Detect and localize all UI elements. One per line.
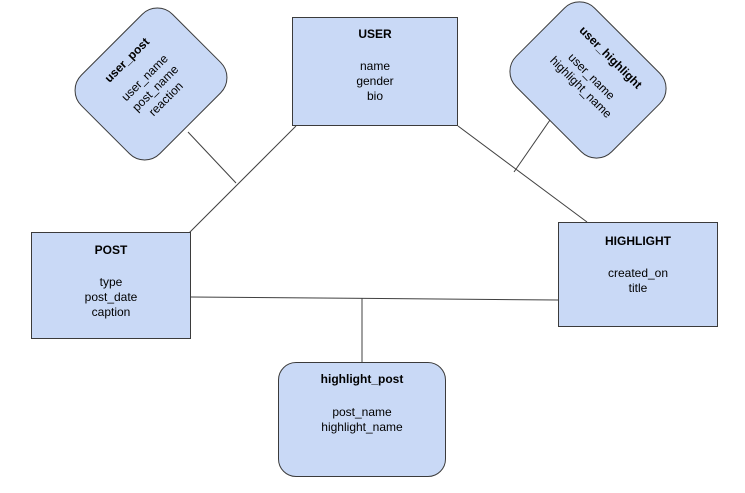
post-highlight-link: [190, 296, 559, 301]
entity-title: HIGHLIGHT: [605, 234, 671, 248]
user-post-link: [187, 125, 297, 235]
relationship-attribute: post_name: [332, 405, 392, 419]
relationship-title: highlight_post: [320, 372, 404, 386]
post-entity: POST type post_date caption: [31, 232, 191, 339]
entity-attribute: type: [99, 275, 123, 289]
entity-attribute: title: [628, 281, 648, 295]
entity-attribute: caption: [91, 305, 131, 319]
entity-attributes: created_on title: [559, 266, 717, 296]
entity-attributes: type post_date caption: [32, 275, 190, 320]
relationship-attribute: highlight_name: [321, 420, 403, 434]
user-entity: USER name gender bio: [292, 17, 458, 126]
highlight-entity: HIGHLIGHT created_on title: [558, 222, 718, 327]
entity-attribute: bio: [366, 89, 383, 103]
user-post-rel-connector: [187, 131, 237, 184]
entity-attribute: gender: [356, 74, 394, 88]
entity-attribute: created_on: [607, 266, 669, 280]
entity-title: USER: [358, 27, 392, 41]
entity-attributes: name gender bio: [293, 59, 457, 104]
highlight-post-relationship: highlight_post post_name highlight_name: [278, 362, 446, 477]
entity-attribute: name: [359, 59, 391, 73]
user-highlight-link: [457, 125, 588, 223]
entity-attribute: post_date: [84, 290, 138, 304]
relationship-attributes: post_name highlight_name: [279, 405, 445, 435]
entity-title: POST: [94, 243, 128, 257]
user-highlight-rel-connector: [513, 119, 551, 173]
